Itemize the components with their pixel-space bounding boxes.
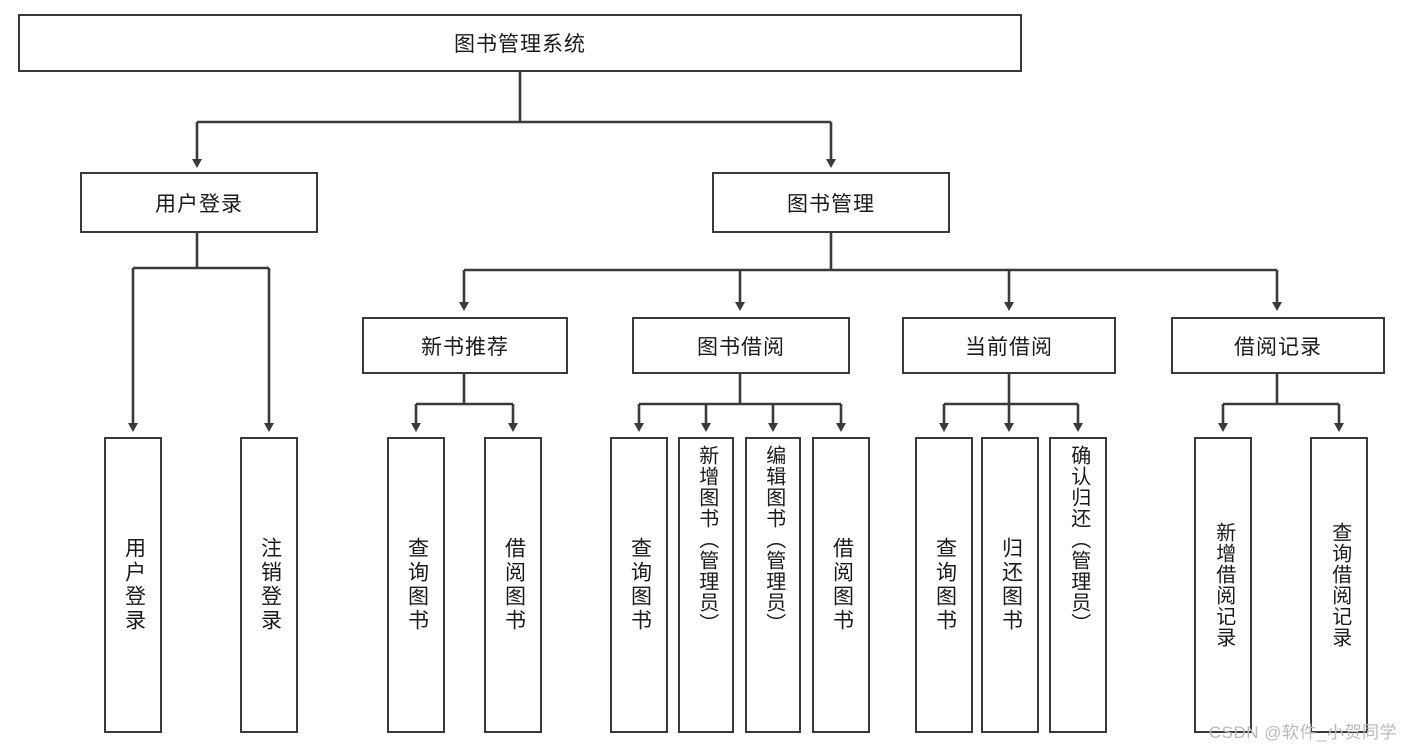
- leaf-user-login-login[interactable]: 用户登录: [104, 437, 162, 733]
- leaf-current-confirm-return[interactable]: 确认归还（管理员）: [1049, 437, 1107, 733]
- node-new-book-recommend[interactable]: 新书推荐: [362, 317, 568, 374]
- node-book-management[interactable]: 图书管理: [712, 172, 950, 233]
- leaf-label: 查询借阅记录: [1328, 522, 1351, 648]
- leaf-label: 新增图书（管理员）: [695, 445, 718, 634]
- node-borrow-record-label: 借阅记录: [1234, 335, 1322, 359]
- leaf-borrow-borrow-book[interactable]: 借阅图书: [812, 437, 870, 733]
- node-user-login-label: 用户登录: [155, 192, 243, 216]
- leaf-user-login-logout[interactable]: 注销登录: [240, 437, 298, 733]
- node-book-borrow[interactable]: 图书借阅: [632, 317, 850, 374]
- leaf-label: 查询图书: [933, 537, 957, 633]
- node-book-borrow-label: 图书借阅: [697, 335, 785, 359]
- leaf-current-return-book[interactable]: 归还图书: [981, 437, 1039, 733]
- leaf-label: 新增借阅记录: [1212, 522, 1235, 648]
- leaf-label: 编辑图书（管理员）: [762, 445, 785, 634]
- node-current-borrow-label: 当前借阅: [965, 335, 1053, 359]
- node-current-borrow[interactable]: 当前借阅: [902, 317, 1116, 374]
- leaf-borrow-add-book[interactable]: 新增图书（管理员）: [678, 437, 734, 733]
- node-new-book-recommend-label: 新书推荐: [421, 335, 509, 359]
- leaf-label: 查询图书: [405, 537, 429, 633]
- csdn-watermark: CSDN @软件_小贺同学: [1208, 723, 1397, 742]
- leaf-record-query[interactable]: 查询借阅记录: [1310, 437, 1368, 733]
- node-root-label: 图书管理系统: [454, 33, 586, 56]
- leaf-new-book-query[interactable]: 查询图书: [387, 437, 445, 733]
- node-root[interactable]: 图书管理系统: [18, 14, 1022, 72]
- node-borrow-record[interactable]: 借阅记录: [1171, 317, 1385, 374]
- leaf-label: 归还图书: [999, 537, 1023, 633]
- leaf-current-query-book[interactable]: 查询图书: [915, 437, 973, 733]
- leaf-borrow-query-book[interactable]: 查询图书: [610, 437, 668, 733]
- leaf-label: 查询图书: [628, 537, 652, 633]
- leaf-borrow-edit-book[interactable]: 编辑图书（管理员）: [745, 437, 801, 733]
- leaf-label: 注销登录: [258, 537, 282, 633]
- node-user-login[interactable]: 用户登录: [80, 172, 318, 233]
- leaf-label: 借阅图书: [502, 537, 526, 633]
- leaf-record-add[interactable]: 新增借阅记录: [1194, 437, 1252, 733]
- leaf-label: 借阅图书: [830, 537, 854, 633]
- leaf-label: 用户登录: [122, 537, 146, 633]
- node-book-management-label: 图书管理: [787, 192, 875, 216]
- leaf-label: 确认归还（管理员）: [1067, 445, 1090, 634]
- leaf-new-book-borrow[interactable]: 借阅图书: [484, 437, 542, 733]
